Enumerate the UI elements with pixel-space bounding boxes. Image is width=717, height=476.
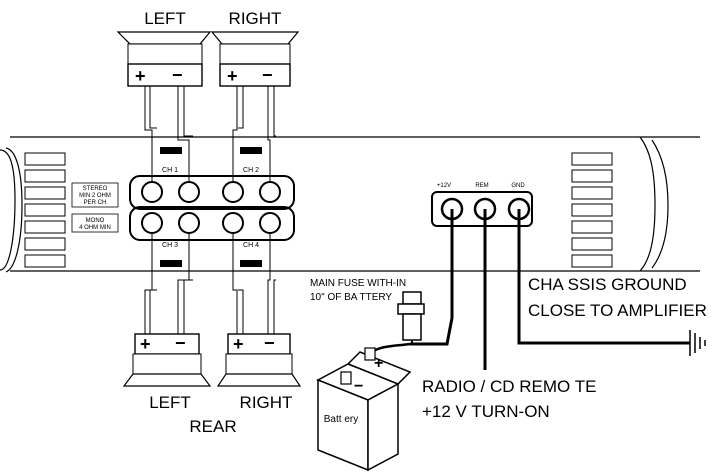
- fuse-note-line-1: MAIN FUSE WITH-IN: [310, 278, 406, 289]
- power-wires: [410, 209, 690, 370]
- rear-left-minus: −: [175, 333, 186, 353]
- ch4-plus-terminal: [222, 212, 244, 234]
- rear-right-minus: −: [264, 333, 275, 353]
- ch2-minus-terminal: [259, 181, 281, 203]
- front-right-minus: −: [262, 65, 273, 85]
- ch1-plus-terminal: [141, 181, 163, 203]
- rear-right-label: RIGHT: [240, 393, 293, 412]
- fuse-icon: [397, 291, 425, 344]
- terminal-label-12v: +12V: [437, 183, 451, 189]
- mono-line-1: MONO: [86, 218, 105, 224]
- remote-note-line-1: RADIO / CD REMO TE: [422, 377, 596, 396]
- mono-line-2: 4 OHM MIN: [79, 225, 111, 231]
- fuse-note-line-2: 10" OF BA TTERY: [310, 292, 392, 303]
- rear-speaker-wires: [144, 233, 276, 335]
- channel-label-4: CH 4: [243, 242, 259, 249]
- ground-note-line-2: CLOSE TO AMPLIFIER: [528, 301, 707, 320]
- stereo-line-2: MIN 2 OHM: [79, 193, 111, 199]
- channel-label-2: CH 2: [243, 167, 259, 174]
- front-right-label: RIGHT: [229, 9, 282, 28]
- front-left-speaker: [116, 31, 212, 87]
- top-bridge-markers: [160, 147, 262, 267]
- left-heatsink-fins: [24, 152, 66, 268]
- fuse-to-battery-wire: [371, 342, 411, 354]
- rear-group-label: REAR: [189, 417, 236, 436]
- rear-left-plus: +: [140, 334, 151, 354]
- battery-plus: +: [374, 355, 383, 372]
- front-right-speaker: [210, 31, 300, 87]
- terminal-label-rem: REM: [475, 183, 488, 189]
- battery-label: Batt ery: [324, 414, 358, 425]
- front-speaker-wires: [144, 86, 276, 182]
- ch1-minus-terminal: [178, 181, 200, 203]
- front-right-plus: +: [227, 66, 238, 86]
- rear-right-speaker: [216, 333, 302, 387]
- stereo-line-3: PER CH: [84, 200, 107, 206]
- ground-icon: [689, 330, 706, 356]
- rear-left-speaker: [122, 333, 212, 387]
- stereo-label-box: STEREO MIN 2 OHM PER CH: [71, 182, 119, 208]
- speaker-terminal-block: [129, 175, 295, 241]
- front-left-plus: +: [135, 66, 146, 86]
- ch3-plus-terminal: [141, 212, 163, 234]
- right-heatsink-fins: [571, 152, 613, 268]
- rear-right-plus: +: [233, 334, 244, 354]
- ch4-minus-terminal: [259, 212, 281, 234]
- channel-label-3: CH 3: [162, 242, 178, 249]
- mono-label-box: MONO 4 OHM MIN: [71, 213, 119, 233]
- ch2-plus-terminal: [222, 181, 244, 203]
- rear-left-label: LEFT: [149, 393, 191, 412]
- front-left-label: LEFT: [144, 9, 186, 28]
- amplifier: [0, 136, 700, 273]
- ch3-minus-terminal: [178, 212, 200, 234]
- ground-note-line-1: CHA SSIS GROUND: [528, 275, 687, 294]
- power-terminal-block: [431, 191, 533, 227]
- battery-minus: −: [354, 378, 363, 395]
- terminal-label-gnd: GND: [511, 183, 525, 189]
- battery-posts: [340, 347, 376, 385]
- remote-note-line-2: +12 V TURN-ON: [422, 402, 550, 421]
- stereo-line-1: STEREO: [83, 186, 108, 192]
- battery-icon: [316, 351, 412, 472]
- channel-label-1: CH 1: [162, 167, 178, 174]
- front-left-minus: −: [172, 65, 183, 85]
